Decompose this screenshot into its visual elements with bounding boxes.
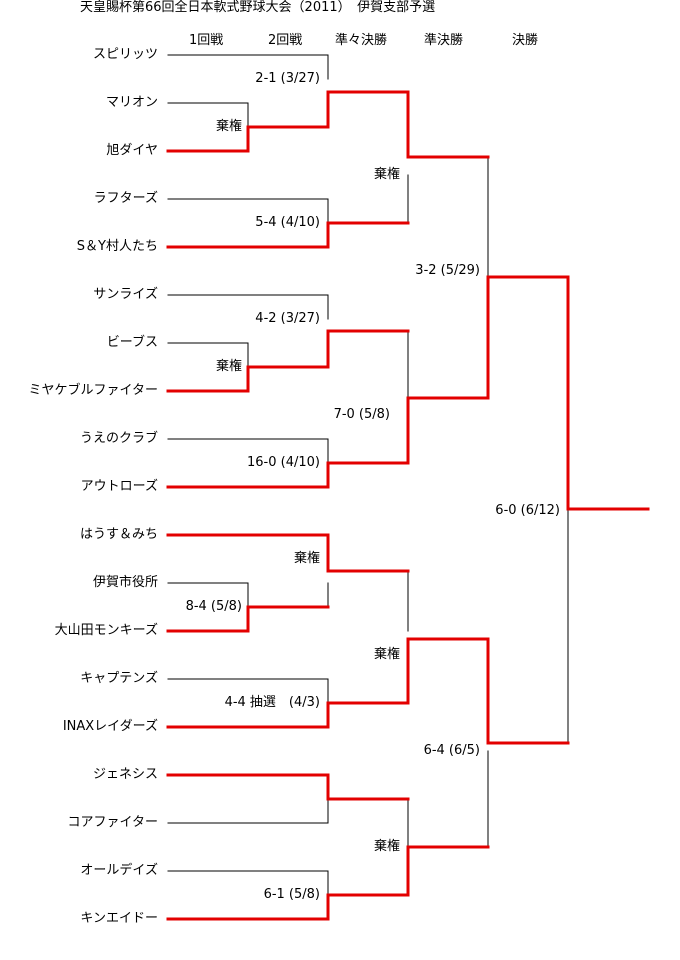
team-name: オールデイズ: [80, 863, 158, 878]
bracket-line: [327, 798, 409, 848]
round-header-final: 決勝: [512, 33, 539, 48]
team-name: S＆Y村人たち: [76, 239, 158, 254]
score-label: 5-4 (4/10): [255, 215, 320, 230]
score-label: 棄権: [373, 647, 400, 662]
score-label: 6-0 (6/12): [495, 503, 560, 518]
team-name: ジェネシス: [92, 767, 158, 782]
team-name: 旭ダイヤ: [106, 143, 158, 158]
team-name: サンライズ: [93, 287, 158, 302]
bracket-line: [487, 276, 569, 510]
bracket-line: [167, 870, 329, 896]
bracket-line: [167, 198, 329, 224]
winner-line: [166, 329, 410, 393]
winner-line: [166, 845, 490, 921]
score-label: 棄権: [373, 839, 400, 854]
score-label: 棄権: [215, 119, 242, 134]
bracket-line: [327, 330, 409, 416]
round-header-2: 2回戦: [268, 33, 303, 48]
score-label: 4-2 (3/27): [255, 311, 320, 326]
bracket-winning-lines: [166, 90, 650, 921]
score-label: 6-4 (6/5): [423, 743, 480, 758]
winner-line: [166, 773, 410, 801]
bracket-line: [167, 342, 249, 368]
team-name: キャプテンズ: [80, 671, 158, 686]
team-name: ビーブス: [106, 335, 158, 350]
team-name: うえのクラブ: [79, 431, 158, 446]
winner-line: [166, 637, 570, 745]
round-header-sf: 準決勝: [424, 33, 464, 48]
bracket-line: [407, 750, 489, 848]
team-name: INAXレイダーズ: [62, 719, 158, 734]
bracket-line: [167, 54, 329, 80]
score-label: 棄権: [293, 551, 320, 566]
team-name: 大山田モンキーズ: [54, 623, 158, 638]
score-label: 棄権: [373, 167, 400, 182]
bracket-line: [167, 438, 329, 464]
team-name: ラフターズ: [93, 191, 158, 206]
score-label: 棄権: [215, 359, 242, 374]
team-name: キンエイドー: [80, 911, 158, 926]
winner-line: [166, 605, 330, 633]
team-name: アウトローズ: [80, 479, 158, 494]
bracket-line: [487, 508, 569, 744]
team-name: はうす＆みち: [79, 527, 158, 542]
bracket-line: [327, 570, 409, 632]
score-label: 4-4 抽選 (4/3): [224, 695, 320, 710]
winner-line: [166, 90, 490, 159]
bracket-line: [167, 678, 329, 704]
score-label: 6-1 (5/8): [263, 887, 320, 902]
winner-line: [166, 533, 410, 573]
team-name: 伊賀市役所: [92, 575, 158, 590]
winner-line: [166, 221, 410, 249]
page-title: 天皇賜杯第66回全日本軟式野球大会（2011） 伊賀支部予選: [80, 0, 436, 15]
bracket-line: [407, 156, 489, 278]
bracket-line: [167, 582, 249, 608]
score-label: 7-0 (5/8): [333, 407, 390, 422]
bracket-losing-lines: [167, 54, 569, 896]
team-name: コアファイター: [67, 815, 158, 830]
score-label: 8-4 (5/8): [185, 599, 242, 614]
team-name: ミヤケブルファイター: [28, 383, 158, 398]
score-label: 2-1 (3/27): [255, 71, 320, 86]
bracket-line: [327, 174, 409, 224]
winner-line: [166, 275, 650, 511]
bracket-line: [167, 294, 329, 320]
team-name: マリオン: [105, 95, 158, 110]
round-header-qf: 準々決勝: [335, 33, 388, 48]
bracket-line: [167, 798, 329, 824]
team-name: スピリッツ: [92, 47, 158, 62]
bracket-line: [247, 582, 329, 608]
bracket-line: [167, 102, 249, 128]
score-label: 3-2 (5/29): [415, 263, 480, 278]
score-label: 16-0 (4/10): [247, 455, 320, 470]
round-header-1: 1回戦: [189, 33, 224, 48]
